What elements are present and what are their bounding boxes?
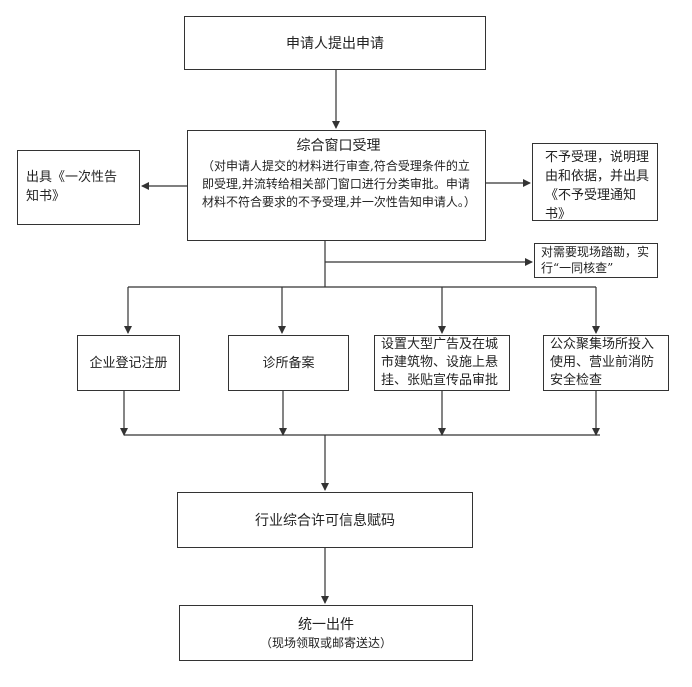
one-time-notice-box: 出具《一次性告知书》 [17, 150, 140, 225]
assign-code-label: 行业综合许可信息赋码 [255, 513, 395, 529]
unified-output-title: 统一出件 [298, 617, 354, 633]
branch-advertising-approval-label: 设置大型广告及在城市建筑物、设施上悬挂、张贴宣传品审批 [381, 337, 499, 388]
site-check-box: 对需要现场踏勘，实行“一同核查” [534, 243, 658, 278]
site-check-label: 对需要现场踏勘，实行“一同核查” [541, 245, 650, 275]
branch-enterprise-registration-label: 企业登记注册 [89, 355, 168, 371]
start-box: 申请人提出申请 [184, 16, 486, 70]
unified-output-subtitle: （现场领取或邮寄送达） [259, 636, 392, 650]
window-title: 综合窗口受理 [296, 138, 381, 154]
one-time-notice-label: 出具《一次性告知书》 [26, 170, 118, 204]
start-label: 申请人提出申请 [286, 36, 384, 52]
window-acceptance-box: 综合窗口受理 （对申请人提交的材料进行审查,符合受理条件的立即受理,并流转给相关… [187, 130, 486, 241]
branch-advertising-approval: 设置大型广告及在城市建筑物、设施上悬挂、张贴宣传品审批 [374, 335, 510, 391]
reject-notice-label: 不予受理，说明理由和依据，并出具《不予受理通知书》 [545, 150, 650, 222]
branch-fire-safety-check: 公众聚集场所投入使用、营业前消防安全检查 [543, 335, 669, 391]
branch-enterprise-registration: 企业登记注册 [77, 335, 180, 391]
window-description: （对申请人提交的材料进行审查,符合受理条件的立即受理,并流转给相关部门窗口进行分… [202, 159, 476, 209]
assign-code-box: 行业综合许可信息赋码 [177, 492, 473, 548]
reject-notice-box: 不予受理，说明理由和依据，并出具《不予受理通知书》 [532, 143, 658, 222]
branch-clinic-filing: 诊所备案 [228, 335, 349, 391]
unified-output-box: 统一出件 （现场领取或邮寄送达） [179, 605, 473, 661]
branch-fire-safety-check-label: 公众聚集场所投入使用、营业前消防安全检查 [550, 337, 655, 388]
branch-clinic-filing-label: 诊所备案 [262, 355, 315, 371]
